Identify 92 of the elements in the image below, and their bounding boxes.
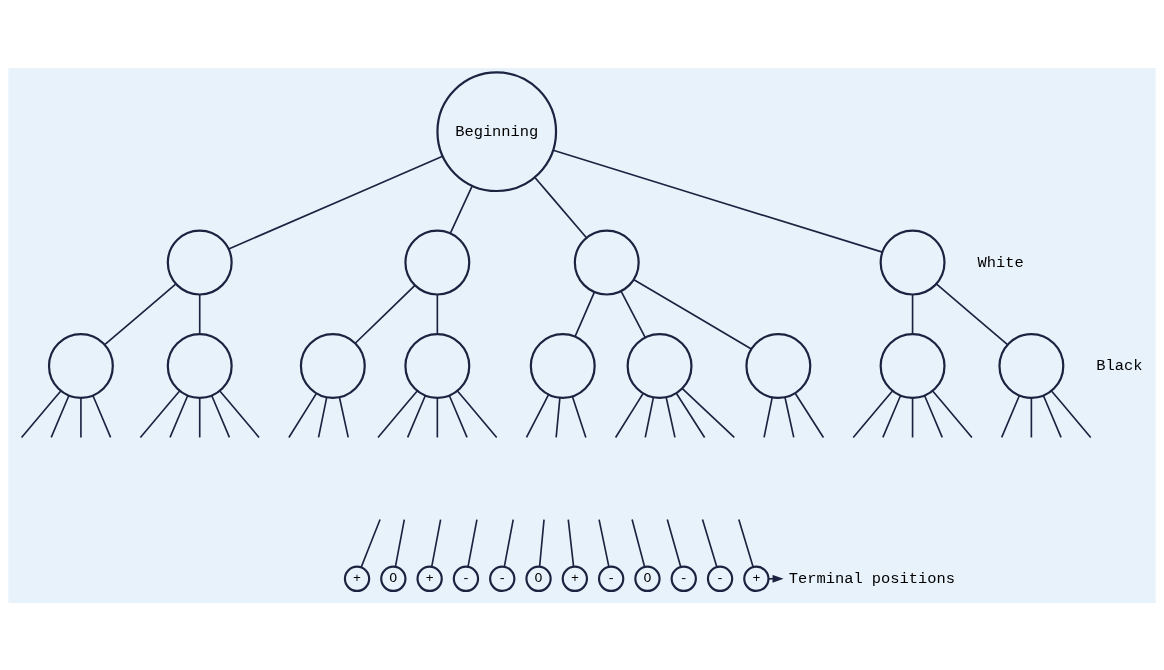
- node-text: Terminal positions: [788, 569, 955, 588]
- connector: [567, 518, 575, 567]
- connector: [20, 389, 62, 438]
- connector: [449, 184, 474, 234]
- connector: [104, 282, 177, 345]
- label: Black: [1096, 356, 1143, 375]
- connector: [633, 278, 753, 350]
- connector: [198, 396, 201, 438]
- node-circle: [998, 332, 1065, 399]
- connector: [92, 394, 112, 438]
- connector: [1000, 394, 1021, 438]
- connector: [338, 396, 350, 438]
- node-circle: [47, 332, 114, 399]
- node-circle: O: [634, 565, 661, 592]
- connector: [571, 395, 587, 438]
- connector: [552, 149, 884, 253]
- connector: [219, 389, 260, 438]
- connector: [1042, 394, 1062, 438]
- node-circle: +: [343, 565, 371, 592]
- node-circle: [879, 332, 946, 399]
- connector: [317, 396, 328, 438]
- connector: [931, 389, 973, 438]
- connector: [911, 293, 914, 335]
- arrow: [767, 574, 784, 583]
- node-circle: [529, 332, 596, 399]
- connector: [935, 282, 1009, 345]
- connector: [598, 518, 610, 567]
- connector: [555, 396, 561, 438]
- connector: [675, 392, 706, 438]
- node-circle: [404, 229, 471, 296]
- node-circle: -: [706, 565, 734, 592]
- label: White: [977, 253, 1024, 272]
- connector: [784, 396, 795, 438]
- node-circle: [745, 332, 812, 399]
- node-circle: -: [452, 565, 480, 592]
- connector: [360, 518, 381, 568]
- node-circle: O: [380, 565, 407, 592]
- node-circle: [573, 229, 640, 296]
- node-circle: +: [416, 565, 443, 592]
- node-circle: -: [489, 565, 516, 592]
- connector: [538, 518, 545, 567]
- node-circle: [166, 229, 233, 296]
- connector: [614, 392, 644, 438]
- connector: [911, 396, 914, 438]
- connector: [80, 396, 82, 438]
- connector: [738, 518, 754, 568]
- connector: [288, 392, 318, 438]
- connector: [430, 518, 442, 567]
- node-circle: +: [561, 565, 589, 592]
- connector: [139, 389, 181, 438]
- connector: [210, 394, 231, 438]
- connector: [763, 396, 774, 438]
- connector: [923, 394, 944, 438]
- connector: [631, 518, 646, 567]
- connector: [377, 389, 419, 438]
- connector: [227, 154, 444, 250]
- connector: [574, 291, 596, 337]
- connector: [665, 396, 676, 438]
- connector: [681, 387, 736, 438]
- connector: [467, 518, 478, 567]
- connector: [1030, 396, 1033, 438]
- node-circle: -: [670, 565, 697, 592]
- connector: [436, 293, 439, 335]
- connector: [394, 518, 406, 567]
- connector: [50, 394, 70, 438]
- connector: [448, 394, 468, 438]
- connector: [503, 518, 515, 567]
- connector: [1050, 389, 1092, 438]
- connector: [354, 284, 416, 344]
- connector: [436, 396, 439, 438]
- connector: [169, 394, 189, 438]
- node-circle: [626, 332, 693, 399]
- connector: [406, 394, 427, 438]
- connector: [620, 290, 646, 338]
- connector: [794, 392, 825, 438]
- node-circle: [879, 229, 946, 296]
- connector: [882, 394, 902, 438]
- node-circle: -: [597, 565, 625, 592]
- connector: [852, 389, 894, 438]
- node-circle: [166, 332, 233, 399]
- connector: [701, 518, 718, 568]
- node-circle: O: [525, 565, 552, 592]
- connector: [644, 396, 655, 438]
- connector: [198, 293, 201, 335]
- node-circle: +: [743, 565, 770, 592]
- connector: [666, 518, 682, 568]
- node-circle: [299, 332, 366, 399]
- connector: [525, 393, 550, 438]
- node-circle: [404, 332, 471, 399]
- connector: [456, 389, 498, 438]
- connector: [534, 176, 588, 238]
- node-circle: Beginning: [436, 70, 558, 192]
